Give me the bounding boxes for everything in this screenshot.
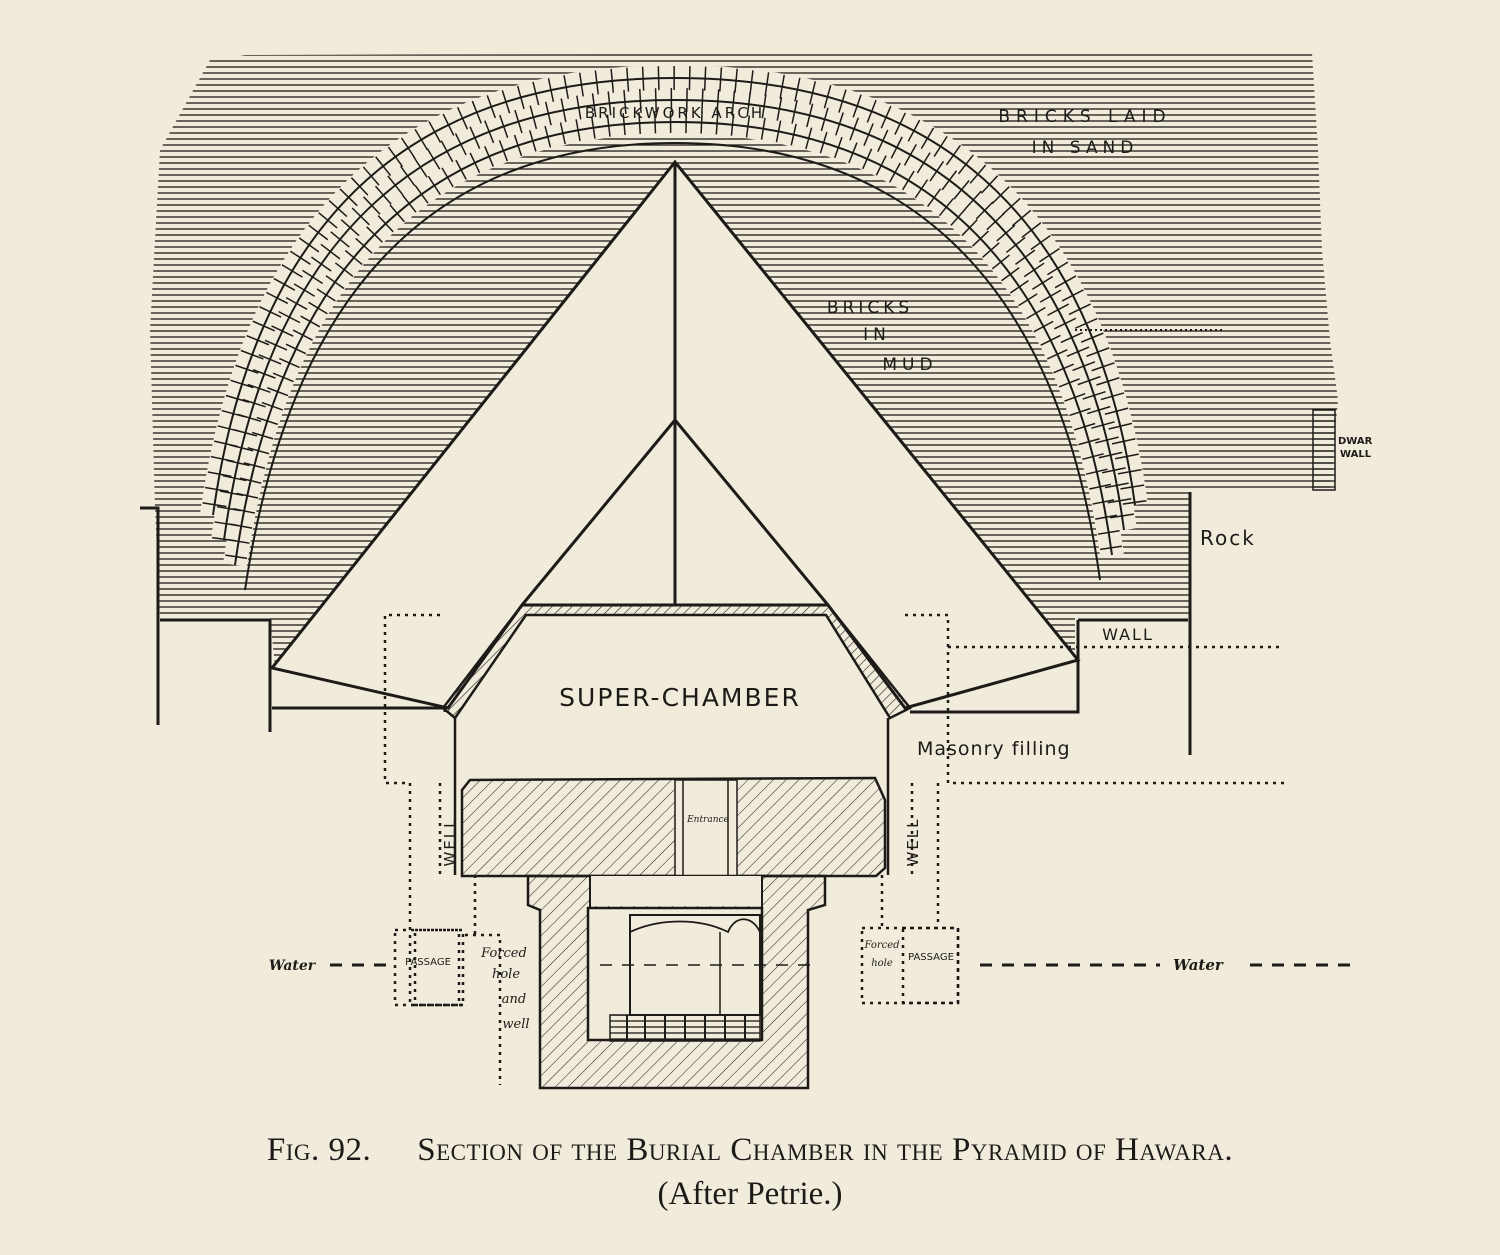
label-super-chamber: SUPER-CHAMBER [559, 683, 801, 712]
label-forced-right-1: Forced [863, 940, 899, 951]
label-passage-right: PASSAGE [908, 952, 954, 963]
burial-chamber [526, 874, 827, 1090]
label-forced-left-4: well [502, 1017, 529, 1032]
dwarf-wall [1312, 409, 1336, 491]
label-wall: WALL [1102, 625, 1154, 644]
label-water-left: Water [269, 958, 317, 974]
label-forced-left-3: and [502, 992, 526, 1007]
label-brickwork-arch: BRICKWORK ARCH [585, 104, 765, 122]
label-entrance: Entrance [686, 815, 729, 825]
brickwork-arch [200, 64, 1148, 591]
label-bricks: BRICKS [827, 298, 913, 318]
label-masonry-filling: Masonry filling [917, 738, 1071, 760]
figure-source: (After Petrie.) [657, 1176, 843, 1212]
label-forced-left-1: Forced [480, 946, 527, 961]
label-well-left: WELL [441, 817, 459, 866]
dotted-outlines [383, 613, 1285, 1085]
label-water-right: Water [1173, 956, 1224, 974]
label-bricks-laid: BRICKS LAID [998, 107, 1171, 127]
label-mud: MUD [882, 355, 937, 375]
figure-caption: Fig. 92. Section of the Burial Chamber in… [0, 1132, 1500, 1169]
label-rock: Rock [1200, 526, 1256, 550]
roof-block [460, 776, 887, 878]
figure-number: Fig. 92. [266, 1132, 372, 1168]
label-forced-right-2: hole [871, 958, 893, 969]
brick-fill-hatching [150, 52, 1338, 666]
label-passage-left: PASSAGE [405, 957, 451, 968]
label-forced-left-2: hole [492, 967, 520, 982]
figure-title: Section of the Burial Chamber in the Pyr… [417, 1132, 1234, 1168]
label-in: IN [863, 325, 891, 345]
label-dwarf-wall: WALL [1340, 449, 1372, 460]
super-chamber [441, 603, 912, 875]
label-dwarf: DWAR [1338, 436, 1373, 447]
label-well-right: WELL [904, 817, 922, 866]
label-in-sand: IN SAND [1032, 138, 1139, 158]
